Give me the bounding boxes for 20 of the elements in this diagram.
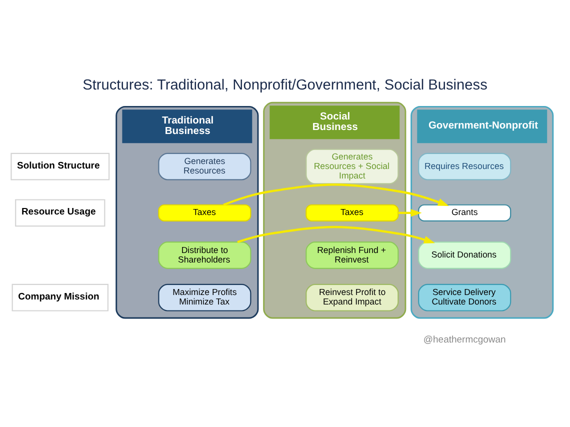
node-box: Taxes xyxy=(306,204,399,221)
node-box: Maximize Profits Minimize Tax xyxy=(158,283,252,311)
arrow xyxy=(223,183,449,206)
arrow xyxy=(237,225,435,243)
node-box: Company Mission xyxy=(12,283,108,311)
node-box: Distribute to Shareholders xyxy=(158,241,252,268)
node-box: Requires Resources xyxy=(418,152,512,180)
diagram-title: Structures: Traditional, Nonprofit/Government, Social Business xyxy=(82,77,488,94)
node-box: Reinvest Profit to Expand Impact xyxy=(306,283,399,311)
arrow xyxy=(398,208,422,216)
node-box: Solicit Donations xyxy=(418,241,512,268)
node-box: Generates Resources + Social Impact xyxy=(306,148,399,184)
label: @heathermcgowan xyxy=(423,334,506,345)
node-box: Service Delivery Cultivate Donors xyxy=(418,283,512,311)
node-box: Solution Structure xyxy=(10,152,110,180)
node-box: Replenish Fund + Reinvest xyxy=(306,241,399,268)
node-box: Generates Resources xyxy=(158,152,252,180)
node-box: Resource Usage xyxy=(15,198,106,226)
node-box: Grants xyxy=(418,204,512,221)
node-box: Taxes xyxy=(158,204,252,221)
